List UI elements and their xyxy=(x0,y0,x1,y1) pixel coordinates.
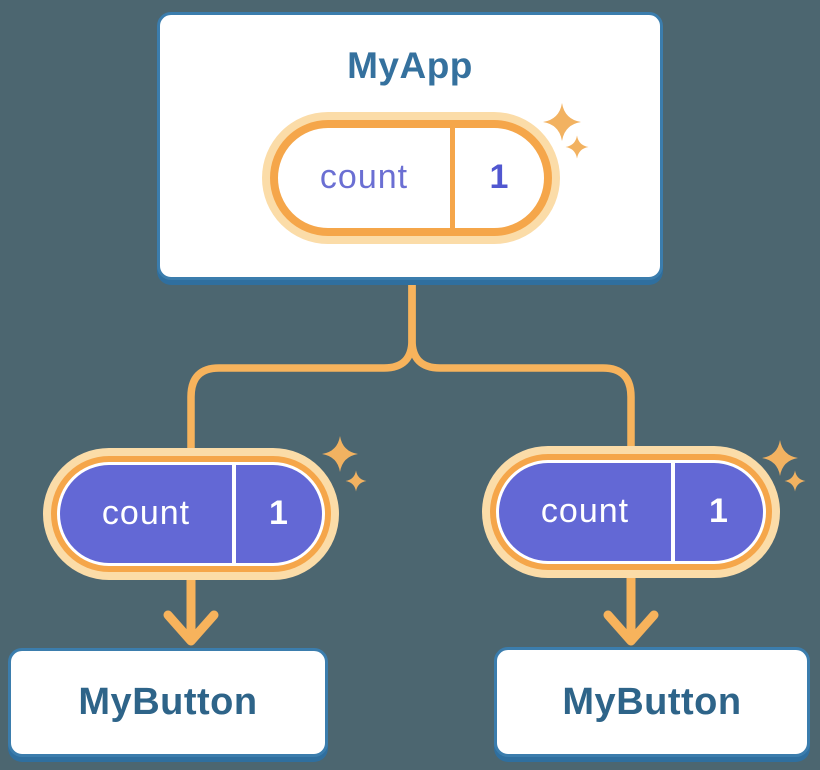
state-pill-left-inner: count 1 xyxy=(57,462,325,566)
state-pill-right-ring: count 1 xyxy=(490,454,772,570)
state-pill-right-body: count 1 xyxy=(499,463,763,561)
component-title-right: MyButton xyxy=(562,680,742,723)
state-pill-right: count 1 xyxy=(482,446,780,578)
state-value: 1 xyxy=(269,493,289,532)
state-value: 1 xyxy=(709,491,729,530)
component-card-right: MyButton xyxy=(494,647,810,757)
state-pill-left-body: count 1 xyxy=(60,465,322,563)
state-label: count xyxy=(319,157,409,196)
sparkle-icon xyxy=(345,470,367,492)
sparkle-icon xyxy=(322,436,358,472)
state-pill-right-inner: count 1 xyxy=(496,460,766,564)
arrow-down-right-head xyxy=(603,610,659,646)
sparkle-icon xyxy=(784,470,806,492)
branch-left-line xyxy=(187,284,416,456)
state-pill-left: count 1 xyxy=(43,448,339,580)
component-card-left: MyButton xyxy=(8,648,328,757)
component-title-root: MyApp xyxy=(347,45,473,86)
state-label: count xyxy=(101,493,191,532)
pill-divider xyxy=(232,465,236,563)
pill-divider xyxy=(671,463,675,561)
state-label: count xyxy=(540,491,630,530)
state-pill-root: count 1 xyxy=(262,112,560,244)
arrow-down-left-head xyxy=(163,610,219,646)
state-pill-left-ring: count 1 xyxy=(51,456,331,572)
branch-right-line xyxy=(408,284,635,452)
state-pill-root-body: count 1 xyxy=(270,120,552,236)
pill-divider xyxy=(450,128,455,228)
state-value: 1 xyxy=(489,157,510,196)
component-title-left: MyButton xyxy=(78,681,258,723)
sparkle-icon xyxy=(762,440,798,476)
